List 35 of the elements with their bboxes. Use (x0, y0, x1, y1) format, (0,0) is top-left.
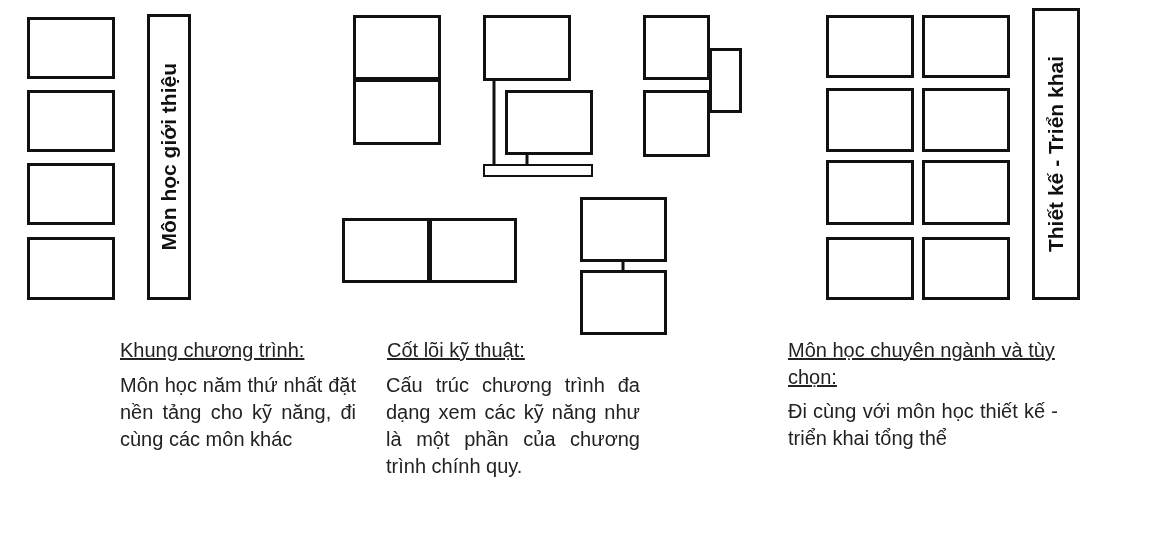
vertical-label: Thiết kế - Triển khai (1044, 55, 1068, 253)
empty-box (826, 160, 914, 225)
empty-box (922, 237, 1010, 300)
empty-box (580, 270, 667, 335)
empty-box (922, 15, 1010, 78)
empty-box (505, 90, 593, 155)
text-panel (147, 14, 191, 300)
empty-box (27, 90, 115, 152)
empty-box (27, 163, 115, 225)
empty-box (580, 197, 667, 262)
empty-box (826, 237, 914, 300)
empty-box (27, 237, 115, 300)
empty-box (643, 90, 710, 157)
empty-box (643, 15, 710, 80)
empty-box (922, 88, 1010, 152)
section-heading: Môn học chuyên ngành và tùy chọn: (788, 338, 1056, 390)
empty-box (826, 15, 914, 78)
empty-box (826, 88, 914, 152)
empty-box (353, 79, 441, 145)
empty-box (483, 15, 571, 81)
connector-line (525, 155, 529, 164)
base-bar (483, 164, 593, 177)
description-paragraph: Cấu trúc chương trình đa dạng xem các kỹ năng như là một phần của chương trình chính quy. (386, 373, 640, 479)
empty-box (353, 15, 441, 80)
empty-box (922, 160, 1010, 225)
vertical-label: Môn học giới thiệu (157, 63, 181, 251)
connector-line (492, 81, 496, 164)
section-heading: Cốt lõi kỹ thuật: (387, 338, 526, 363)
text-panel (1032, 8, 1080, 300)
description-paragraph: Môn học năm thứ nhất đặt nền tảng cho kỹ năng, đi cùng các môn khác (120, 373, 356, 452)
connector-line (621, 262, 625, 270)
empty-box (709, 48, 742, 113)
description-paragraph: Đi cùng với môn học thiết kế - triển khai tổng thể (788, 399, 1058, 451)
section-heading: Khung chương trình: (120, 338, 306, 363)
empty-box (27, 17, 115, 79)
